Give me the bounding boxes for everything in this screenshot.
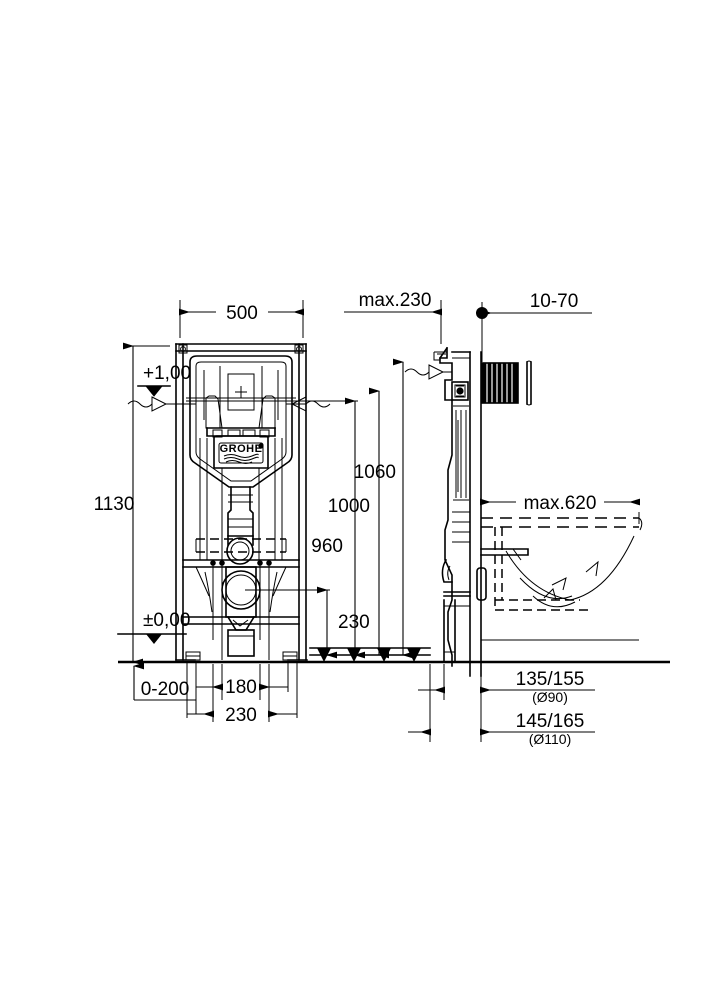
dim-label-230base: 230 <box>225 705 257 726</box>
dim-label-max230: max.230 <box>359 290 432 311</box>
dim-label-10-70: 10-70 <box>530 291 579 312</box>
level-marker-upper: +1,00 <box>137 363 191 397</box>
cistern-body <box>186 355 296 488</box>
dim-label-0-200: 0-200 <box>141 679 190 700</box>
extension-lines <box>186 662 298 718</box>
level-label-upper: +1,00 <box>143 363 191 384</box>
dim-label-1000: 1000 <box>328 496 370 517</box>
dim-label-max620: max.620 <box>524 493 597 514</box>
grohe-service-plate: GROHE <box>213 435 269 469</box>
grohe-logo-text: GROHE <box>220 443 263 455</box>
frame-feet <box>175 651 308 661</box>
dimension-base-230: 230 <box>187 664 297 726</box>
level-label-datum: ±0,00 <box>143 610 190 631</box>
side-frame-profile <box>433 346 471 667</box>
dimension-max-230: max.230 <box>344 290 442 344</box>
dimension-vertical-chain: 230 960 1000 1060 <box>245 358 431 659</box>
dim-label-145-165: 145/165 <box>516 711 585 732</box>
dimension-foot-adjust: 0-200 <box>133 662 196 701</box>
dim-label-dia110: (Ø110) <box>529 731 572 747</box>
dimension-10-70: 10-70 <box>476 291 592 362</box>
grohe-logo-dot <box>258 443 264 449</box>
wall-slab <box>469 351 482 677</box>
outlet-connector <box>221 566 261 657</box>
dimension-base-180: 180 <box>196 664 288 700</box>
dimension-width-500: 500 <box>179 300 304 338</box>
dim-label-230v: 230 <box>338 612 370 633</box>
level-marker-datum: ±0,00 <box>117 610 190 644</box>
dimension-height-1130: 1130 <box>94 342 170 666</box>
dim-label-500: 500 <box>226 303 258 324</box>
frame-top-fixings <box>178 344 304 354</box>
dimension-outlet-110: 145/165 (Ø110) <box>408 664 595 747</box>
dimension-outlet-90: 135/155 (Ø90) <box>418 664 595 742</box>
break-symbol-side <box>404 364 452 380</box>
dim-label-960: 960 <box>311 536 343 557</box>
dim-label-180: 180 <box>225 677 257 698</box>
break-symbol-left <box>127 396 196 412</box>
cross-rails <box>182 559 300 625</box>
pan-mounting-studs <box>195 560 287 660</box>
front-elevation-view: GROHE <box>118 343 670 664</box>
dim-label-135-155: 135/155 <box>516 669 585 690</box>
hidden-fixing-rail <box>195 538 287 553</box>
dim-label-dia90: (Ø90) <box>532 689 568 705</box>
break-symbol-right <box>286 396 344 412</box>
dimension-max-620: max.620 <box>480 493 640 524</box>
dim-label-1130: 1130 <box>94 494 135 515</box>
wc-pan-hidden-outline <box>476 517 643 641</box>
actuation-plate <box>481 360 532 406</box>
dim-label-1060: 1060 <box>354 462 396 483</box>
